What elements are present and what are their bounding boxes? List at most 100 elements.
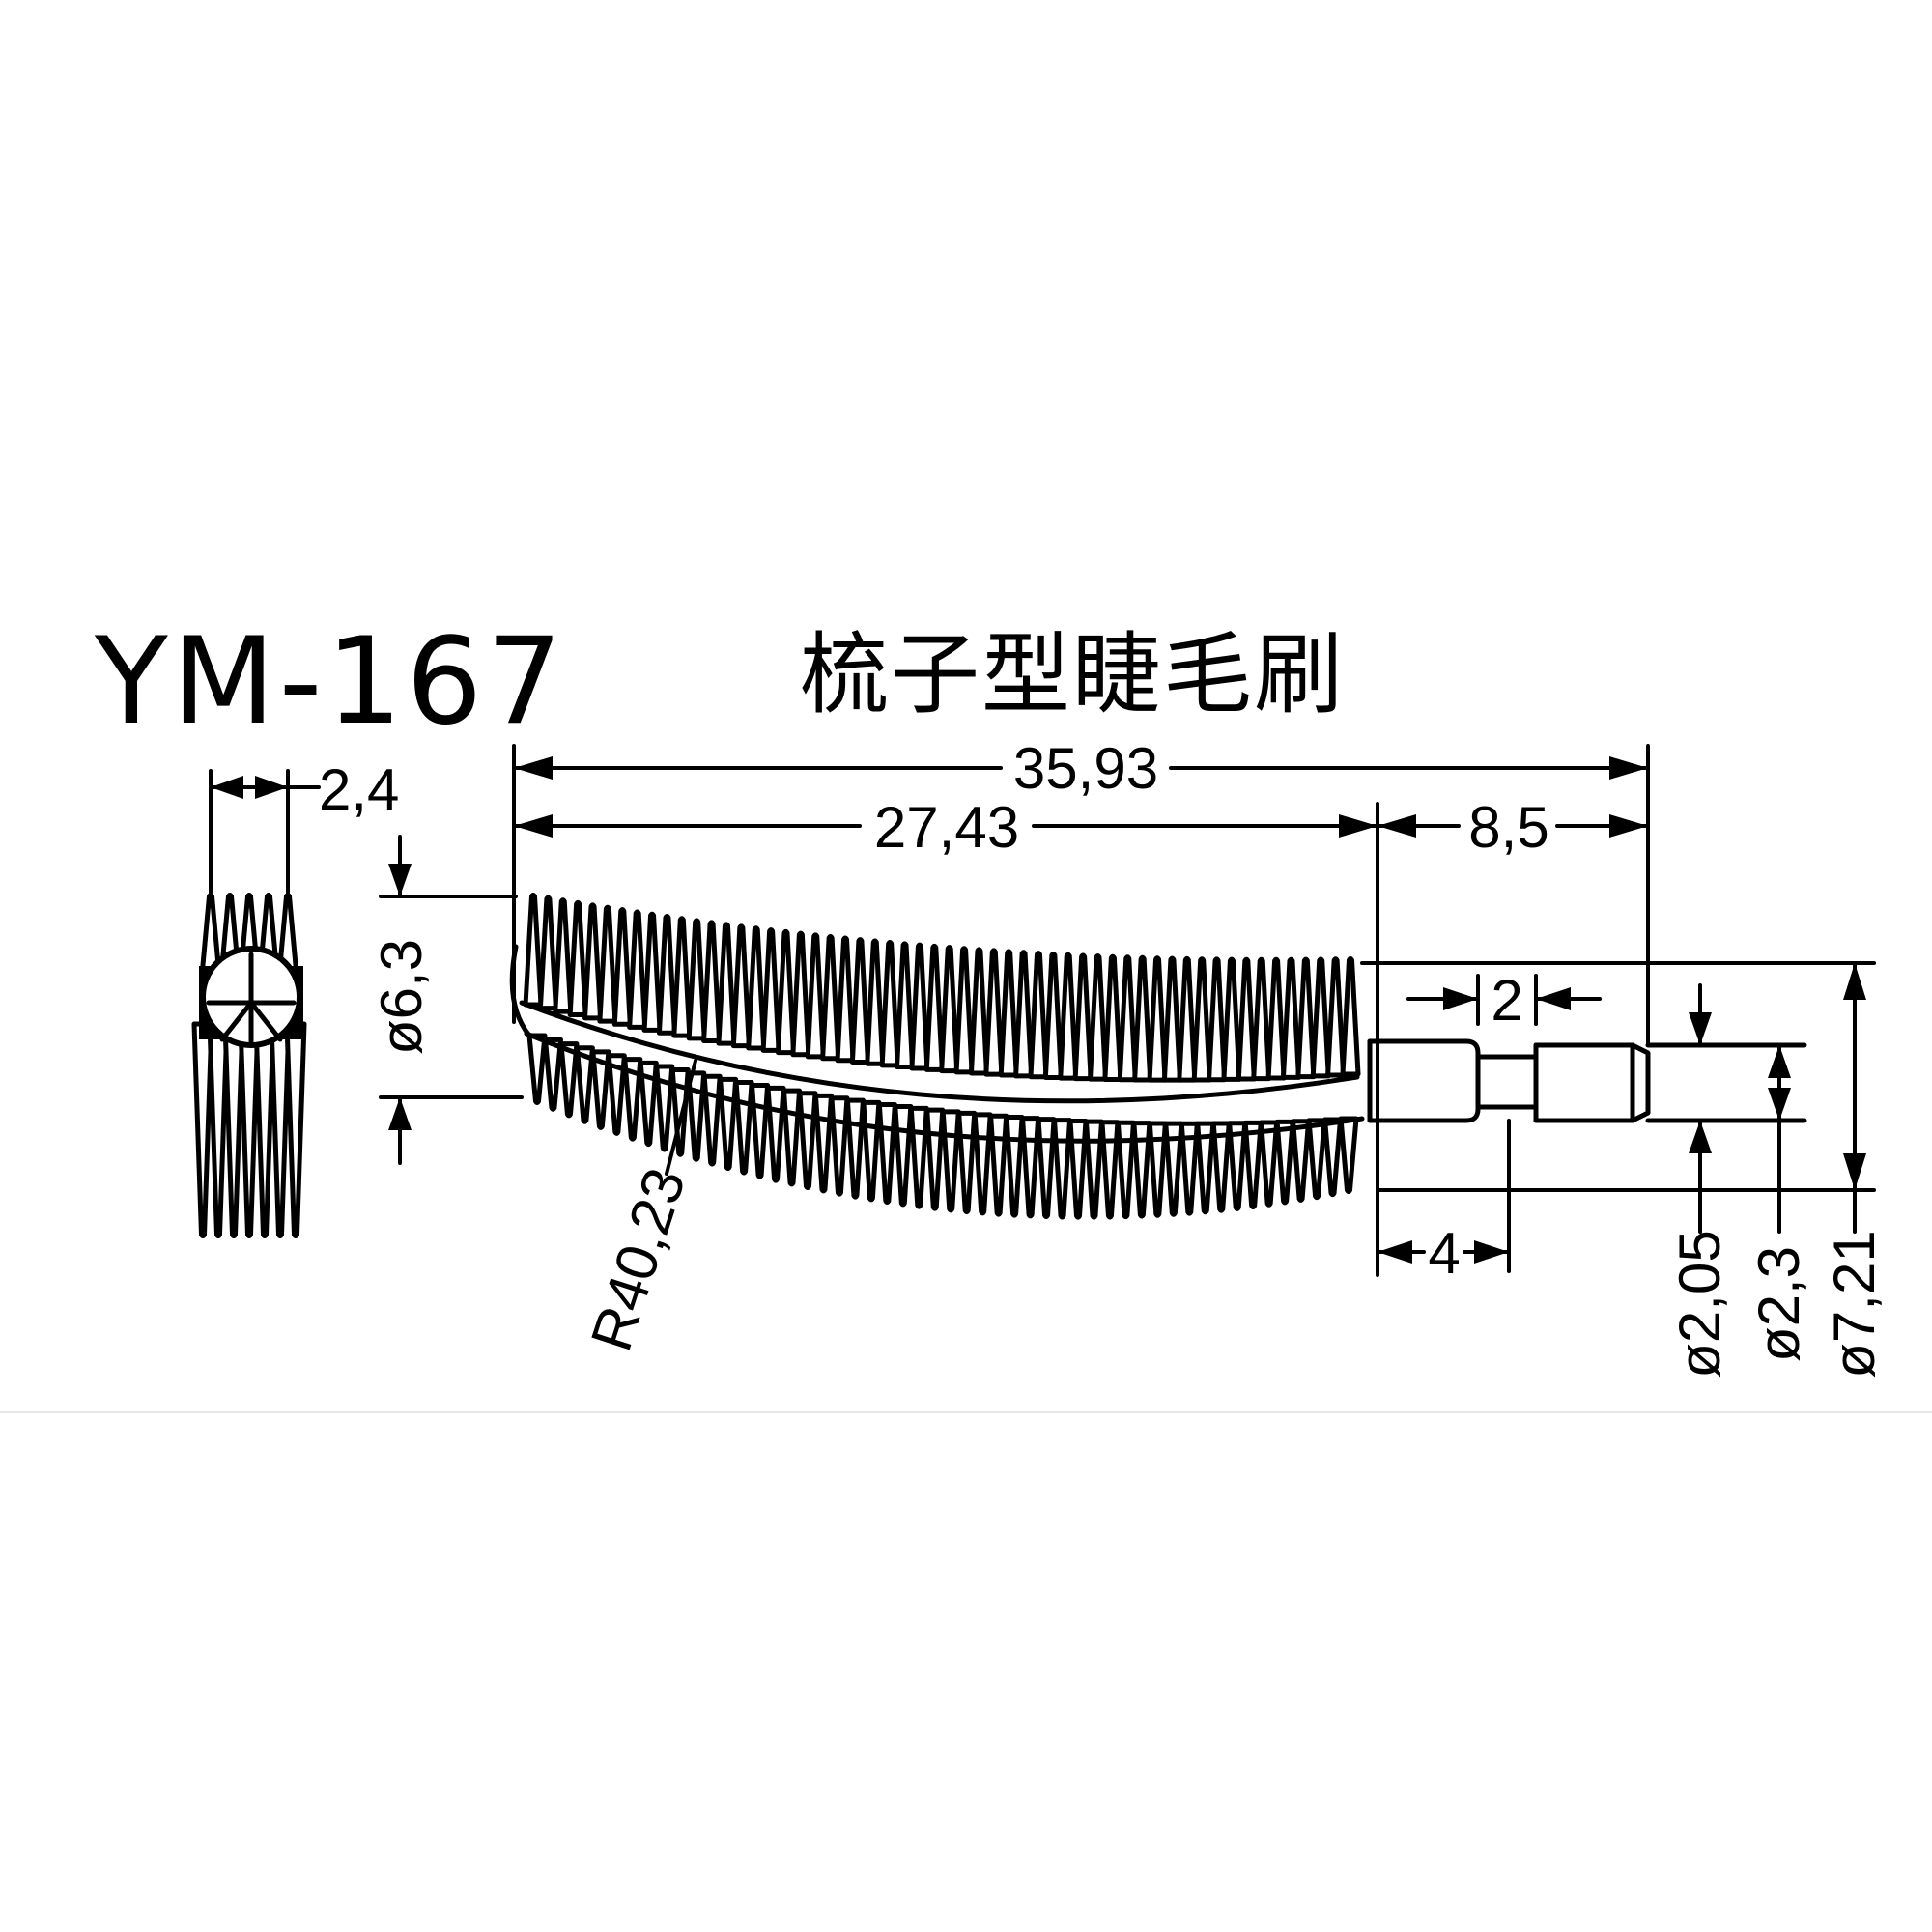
lower-bristle (1131, 1121, 1152, 1219)
lower-bristle (781, 1088, 803, 1187)
lower-bristle (1067, 1118, 1089, 1220)
lower-bristle (1210, 1121, 1232, 1213)
lower-bristle (956, 1110, 978, 1214)
side-view-bristles (191, 893, 307, 1238)
upper-bristle (746, 925, 767, 1051)
upper-bristle (1177, 955, 1198, 1083)
dim-groove-diameter (1689, 983, 1712, 1234)
dim-stem-end-label: 4 (1428, 1221, 1460, 1286)
lower-bristle (1306, 1118, 1327, 1201)
lower-bristle (638, 1060, 659, 1148)
upper-bristle (953, 946, 975, 1075)
upper-bristle (1325, 956, 1347, 1078)
lower-bristle (844, 1097, 866, 1200)
dim-stem-length (1376, 814, 1650, 838)
lower-bristle (924, 1107, 946, 1211)
dim-overall-length-label: 35,93 (1013, 736, 1158, 801)
side-bristle-bottom (238, 1021, 261, 1238)
upper-bristle (1013, 950, 1035, 1079)
upper-bristle (1072, 952, 1094, 1082)
brush-stem (1367, 1038, 1807, 1123)
lower-bristle (797, 1091, 818, 1190)
lower-bristle (893, 1103, 914, 1208)
upper-bristle (1042, 952, 1064, 1080)
upper-bristle (1207, 956, 1228, 1083)
lower-bristle (701, 1073, 723, 1167)
side-bristle-bottom (269, 1021, 292, 1238)
lower-bristle (1338, 1116, 1359, 1194)
upper-bristle (716, 922, 737, 1046)
upper-bristle (1265, 956, 1287, 1081)
upper-bristle (805, 932, 826, 1060)
brush-core-lower-edge (524, 1031, 1365, 1144)
upper-bristle (879, 940, 900, 1068)
lower-bristle (972, 1112, 993, 1216)
dim-brush-length-label: 27,43 (874, 795, 1019, 860)
lower-bristle (1020, 1116, 1041, 1219)
lower-bristle (526, 1033, 548, 1105)
dim-stem-end (1376, 1119, 1511, 1273)
upper-bristle (1028, 951, 1049, 1080)
upper-bristle (582, 902, 604, 1021)
side-bristle-bottom (284, 1021, 307, 1238)
upper-bristle (523, 893, 544, 1008)
upper-bristle (1310, 956, 1331, 1079)
upper-bristle (1236, 956, 1257, 1082)
dim-width-side-label: 2,4 (319, 757, 399, 822)
upper-bristle (1221, 956, 1242, 1082)
lower-bristle (1227, 1121, 1248, 1211)
lower-bristle (1147, 1121, 1168, 1218)
upper-bristle (611, 907, 633, 1027)
upper-bristle (701, 920, 723, 1044)
side-bristle-bottom (207, 1021, 230, 1238)
lower-bristle (733, 1080, 754, 1176)
lower-bristle (654, 1064, 675, 1152)
lower-bristle (574, 1045, 595, 1124)
upper-bristle (671, 916, 693, 1038)
lower-bristle (940, 1109, 961, 1213)
side-bristle-bottom (253, 1021, 276, 1238)
upper-bristle (641, 911, 663, 1033)
upper-bristle (968, 947, 989, 1076)
upper-bristle (1280, 956, 1301, 1080)
lower-bristle (1163, 1121, 1184, 1217)
lower-bristle (750, 1082, 771, 1179)
lower-bristle (765, 1085, 786, 1183)
lower-bristle (908, 1105, 929, 1209)
lower-bristle (718, 1076, 739, 1171)
upper-bristle (849, 937, 870, 1065)
upper-bristle (1191, 956, 1212, 1083)
dim-brush-diameter-label: ø6,3 (369, 939, 434, 1055)
lower-bristle (1242, 1120, 1264, 1209)
upper-bristle (1340, 956, 1361, 1077)
upper-bristle (1058, 952, 1079, 1081)
dim-radius-leader (665, 1059, 697, 1176)
lower-bristle (1195, 1121, 1216, 1215)
upper-bristle (790, 930, 811, 1058)
lower-bristle (988, 1113, 1009, 1217)
upper-bristle (656, 914, 677, 1036)
lower-bristle (1052, 1118, 1073, 1220)
upper-bristle (909, 942, 930, 1071)
upper-bristle (730, 923, 752, 1049)
lower-bristle (669, 1067, 691, 1157)
upper-bristle (627, 909, 648, 1030)
upper-bristle (597, 904, 618, 1024)
lower-bristle (1322, 1117, 1344, 1198)
dim-groove-diameter-label: ø2,05 (1667, 1230, 1732, 1378)
lower-bristle (829, 1095, 850, 1197)
upper-bristle (553, 897, 574, 1014)
dim-brush-diameter (379, 835, 524, 1165)
upper-bristle (895, 941, 916, 1069)
dim-stem-diameter (1768, 1043, 1791, 1234)
side-bristle-bottom (222, 1021, 245, 1238)
dim-radius-label: R40,23 (579, 1160, 698, 1358)
lower-bristle (1179, 1121, 1200, 1216)
lower-bristle (1274, 1119, 1295, 1206)
brush-core-upper-edge (519, 1000, 1360, 1104)
side-bristle-bottom (191, 1021, 214, 1238)
dim-overall-length (512, 744, 1650, 1045)
lower-bristle (590, 1049, 611, 1130)
upper-bristle (939, 945, 960, 1074)
